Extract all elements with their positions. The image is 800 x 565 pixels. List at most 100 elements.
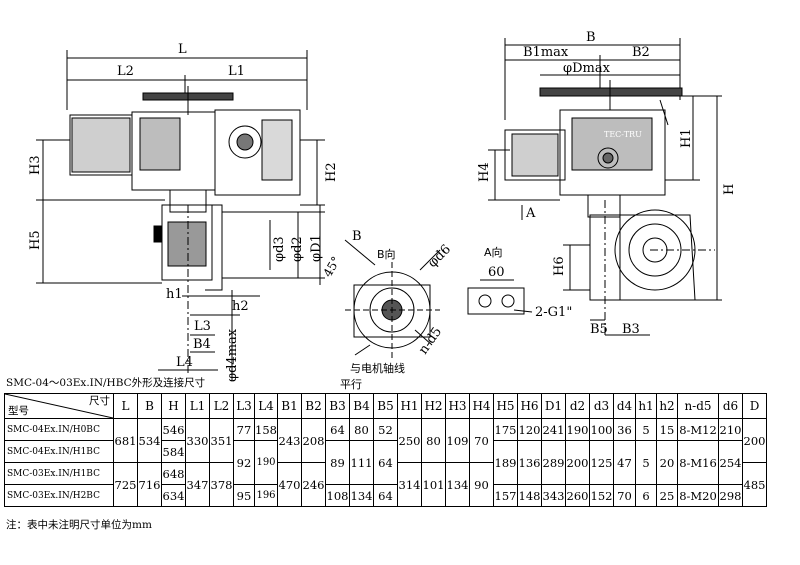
cell-d4: 36 [613, 418, 636, 441]
table-row: SMC-03Ex.IN/H2BC 634 95 196 108 134 64 1… [4, 484, 767, 507]
corner-cell: 尺寸 型号 [4, 393, 114, 419]
table-row: SMC-03Ex.IN/H1BC 725 716 648 347 378 470… [4, 462, 767, 507]
col-D1: D1 [541, 393, 566, 419]
cell-L2: 351 [209, 418, 234, 463]
cell-H1: 250 [397, 418, 422, 463]
cell-d3: 100 [589, 418, 614, 441]
cell-H5: 189 [493, 440, 518, 485]
cell-H: 648 [161, 462, 186, 485]
col-L: L [113, 393, 138, 419]
dim-L3: L3 [194, 319, 211, 334]
b-d6: φd6 [425, 242, 454, 271]
dim-H2: H2 [324, 162, 339, 182]
cell-d2: 190 [565, 418, 590, 441]
cell-H5: 175 [493, 418, 518, 441]
b-view [344, 239, 441, 358]
cell-B5: 52 [373, 418, 398, 441]
table-row: SMC-04Ex.IN/H0BC 681 534 546 330 351 77 … [4, 418, 767, 463]
cell-d4: 70 [613, 484, 636, 507]
cell-nd5: 8-M20 [677, 484, 719, 507]
cell-d3: 125 [589, 440, 614, 485]
footnote: 注：表中未注明尺寸单位为mm [6, 519, 152, 531]
cell-H1: 314 [397, 462, 422, 507]
col-B5: B5 [373, 393, 398, 419]
cell-H: 634 [161, 484, 186, 507]
dim-L2: L2 [117, 64, 134, 79]
cell-d3: 152 [589, 484, 614, 507]
b-motor-axis: 与电机轴线 [350, 361, 405, 375]
col-H1: H1 [397, 393, 422, 419]
cell-H6: 136 [517, 440, 542, 485]
cell-H3: 109 [445, 418, 470, 463]
cell-L: 681 [113, 418, 138, 463]
cell-H2: 80 [421, 418, 446, 463]
dim-B: B [586, 30, 596, 45]
cell-B3: 64 [325, 418, 350, 441]
cell-L: 725 [113, 462, 138, 507]
cell-B5: 64 [373, 440, 398, 485]
cell-d2: 260 [565, 484, 590, 507]
cell-D1: 289 [541, 440, 566, 485]
dim-B5: B5 [590, 322, 608, 337]
cell-H4: 90 [469, 462, 494, 507]
col-B3: B3 [325, 393, 350, 419]
brand-label: TEC-TRU [604, 130, 642, 139]
a-view-title: A向 [484, 245, 503, 259]
col-B1: B1 [277, 393, 302, 419]
cell-B: 716 [137, 462, 162, 507]
cell-H: 546 [161, 418, 186, 441]
cell-B2: 208 [301, 418, 326, 463]
cell-H3: 134 [445, 462, 470, 507]
corner-bottom: 型号 [8, 405, 29, 417]
cell-B1: 470 [277, 462, 302, 507]
technical-drawing: L L2 L1 H3 H5 H2 φd3 φd2 φD1 φd4max h1 h… [28, 30, 737, 390]
table-caption: SMC-04～03Ex.IN/HBC外形及连接尺寸 [6, 377, 206, 389]
dim-d4max: φd4max [225, 328, 240, 382]
col-H: H [161, 393, 186, 419]
cell-H6: 120 [517, 418, 542, 441]
cell-d2: 200 [565, 440, 590, 485]
cell-h1: 5 [635, 440, 657, 485]
cell-L1: 330 [185, 418, 210, 463]
cell-L3: 95 [233, 484, 255, 507]
col-D: D [742, 393, 767, 419]
cell-D1: 343 [541, 484, 566, 507]
corner-top: 尺寸 [89, 395, 110, 407]
dim-d3: φd3 [272, 236, 287, 262]
cell-B4: 111 [349, 440, 374, 485]
model-cell: SMC-03Ex.IN/H1BC [4, 462, 114, 485]
dim-B1max: B1max [523, 45, 569, 60]
model-cell: SMC-03Ex.IN/H2BC [4, 484, 114, 507]
cell-L3: 92 [233, 440, 255, 485]
dim-B4: B4 [193, 337, 211, 352]
cell-H6: 148 [517, 484, 542, 507]
cell-B1: 243 [277, 418, 302, 463]
table-header-row: 尺寸 型号 L B H L1 L2 L3 L4 B1 B2 B3 B4 B5 H… [4, 393, 767, 419]
cell-H: 584 [161, 440, 186, 463]
col-d3: d3 [589, 393, 614, 419]
dim-h2: h2 [232, 299, 249, 314]
cell-h2: 25 [656, 484, 678, 507]
dim-H: H [722, 184, 737, 195]
dim-B3: B3 [622, 322, 640, 337]
dim-D1: φD1 [309, 234, 324, 262]
cell-h2: 15 [656, 418, 678, 441]
cell-h1: 6 [635, 484, 657, 507]
cell-L3: 77 [233, 418, 255, 441]
dim-Dmax: φDmax [563, 61, 611, 76]
col-L3: L3 [233, 393, 255, 419]
table-row: SMC-04Ex.IN/H1BC 584 92 190 89 111 64 18… [4, 440, 767, 485]
cell-B: 534 [137, 418, 162, 463]
cell-L4: 190 [254, 440, 278, 485]
cell-B2: 246 [301, 462, 326, 507]
a-thread: 2-G1" [535, 305, 572, 320]
col-H5: H5 [493, 393, 518, 419]
cell-B4: 134 [349, 484, 374, 507]
cell-D1: 241 [541, 418, 566, 441]
dim-H6: H6 [552, 256, 567, 276]
cell-nd5: 8-M16 [677, 440, 719, 485]
col-H6: H6 [517, 393, 542, 419]
cell-L4: 158 [254, 418, 278, 441]
cell-D: 200 [742, 418, 767, 463]
cell-H5: 157 [493, 484, 518, 507]
